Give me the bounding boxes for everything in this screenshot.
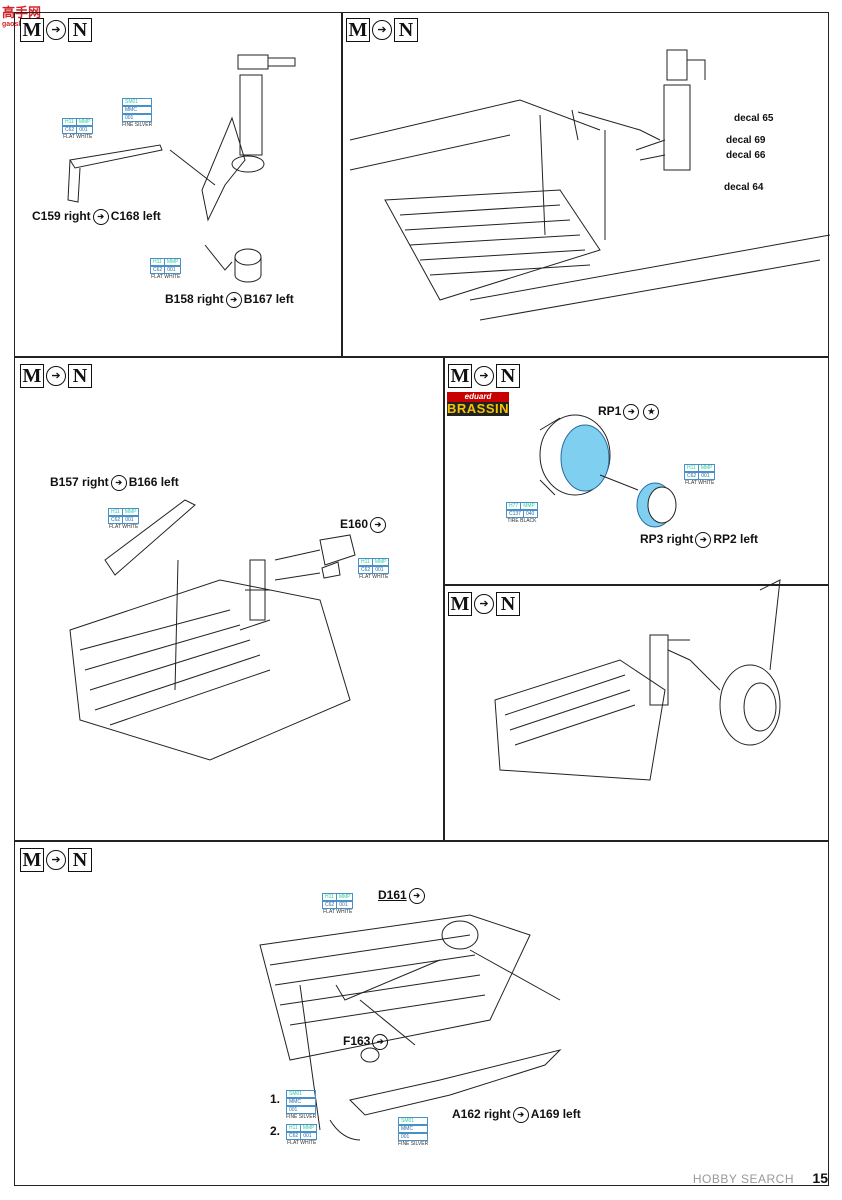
gear-door-drawing [259,914,562,1141]
decal-label: decal 69 [726,135,766,146]
panel-3 [14,356,445,842]
alternate-symbol-icon: ➔ [695,532,712,548]
arrow-right-icon: ➔ [46,366,66,386]
wheel-bay-drawing [69,499,356,761]
alternate-symbol-icon: ➔ [225,292,242,308]
panel-1 [14,12,343,358]
landing-gear-strut-drawing [67,54,296,283]
step-marker-4: M➔N [448,364,520,388]
wheel-rp1-drawing [539,414,677,528]
page-number: 15 [812,1170,828,1186]
brassin-logo: eduard BRASSIN [447,392,510,416]
part-label-b157: B157 right➔B166 left [50,475,179,491]
paint-callout: SM01 MMC 001 FINE SILVER [398,1117,429,1147]
both-sides-symbol-icon: ➔ [372,1034,389,1050]
both-sides-symbol-icon: ➔ [408,888,425,904]
arrow-right-icon: ➔ [46,850,66,870]
step-marker-1: M➔N [20,18,92,42]
arrow-right-icon: ➔ [474,594,494,614]
both-sides-symbol-icon: ➔ [370,517,387,533]
decal-label: decal 66 [726,150,766,161]
part-label-rp3: RP3 right➔RP2 left [640,532,759,548]
part-label-e160: E160➔ [340,517,388,533]
watermark-logo-bottom: HOBBY SEARCH [692,1172,794,1186]
alternate-symbol-icon: ➔ [92,209,109,225]
arrow-right-icon: ➔ [474,366,494,386]
part-label-a162: A162 right➔A169 left [452,1107,581,1123]
alternate-symbol-icon: ➔ [512,1107,529,1123]
decal-label: decal 65 [734,113,774,124]
arrow-right-icon: ➔ [372,20,392,40]
step-marker-5: M➔N [448,592,520,616]
wheel-assembled-drawing [494,579,781,781]
step-number: 1. [270,1092,281,1106]
step-marker-6: M➔N [20,848,92,872]
paint-callout: SM01 MMC 001 FINE SILVER [286,1090,317,1120]
part-label-b158: B158 right➔B167 left [165,292,294,308]
alternate-symbol-icon: ➔ [110,475,127,491]
part-label-f163: F163➔ [343,1034,390,1050]
panel-6 [14,840,829,1186]
part-label-c159: C159 right➔C168 left [32,209,161,225]
wheel-bay-drawing [349,49,831,321]
part-label-rp1: RP1➔★ [598,404,661,420]
step-marker-2: M➔N [346,18,418,42]
paint-callout: SM01 MMC 001 FINE SILVER [122,98,153,128]
panel-2 [341,12,829,358]
decal-label: decal 64 [724,182,764,193]
part-label-d161: D161➔ [378,888,427,904]
star-icon: ★ [643,404,660,420]
panel-4 [443,356,829,586]
step-number: 2. [270,1124,281,1138]
arrow-right-icon: ➔ [46,20,66,40]
both-sides-symbol-icon: ➔ [623,404,640,420]
panel-5 [443,584,829,842]
step-marker-3: M➔N [20,364,92,388]
